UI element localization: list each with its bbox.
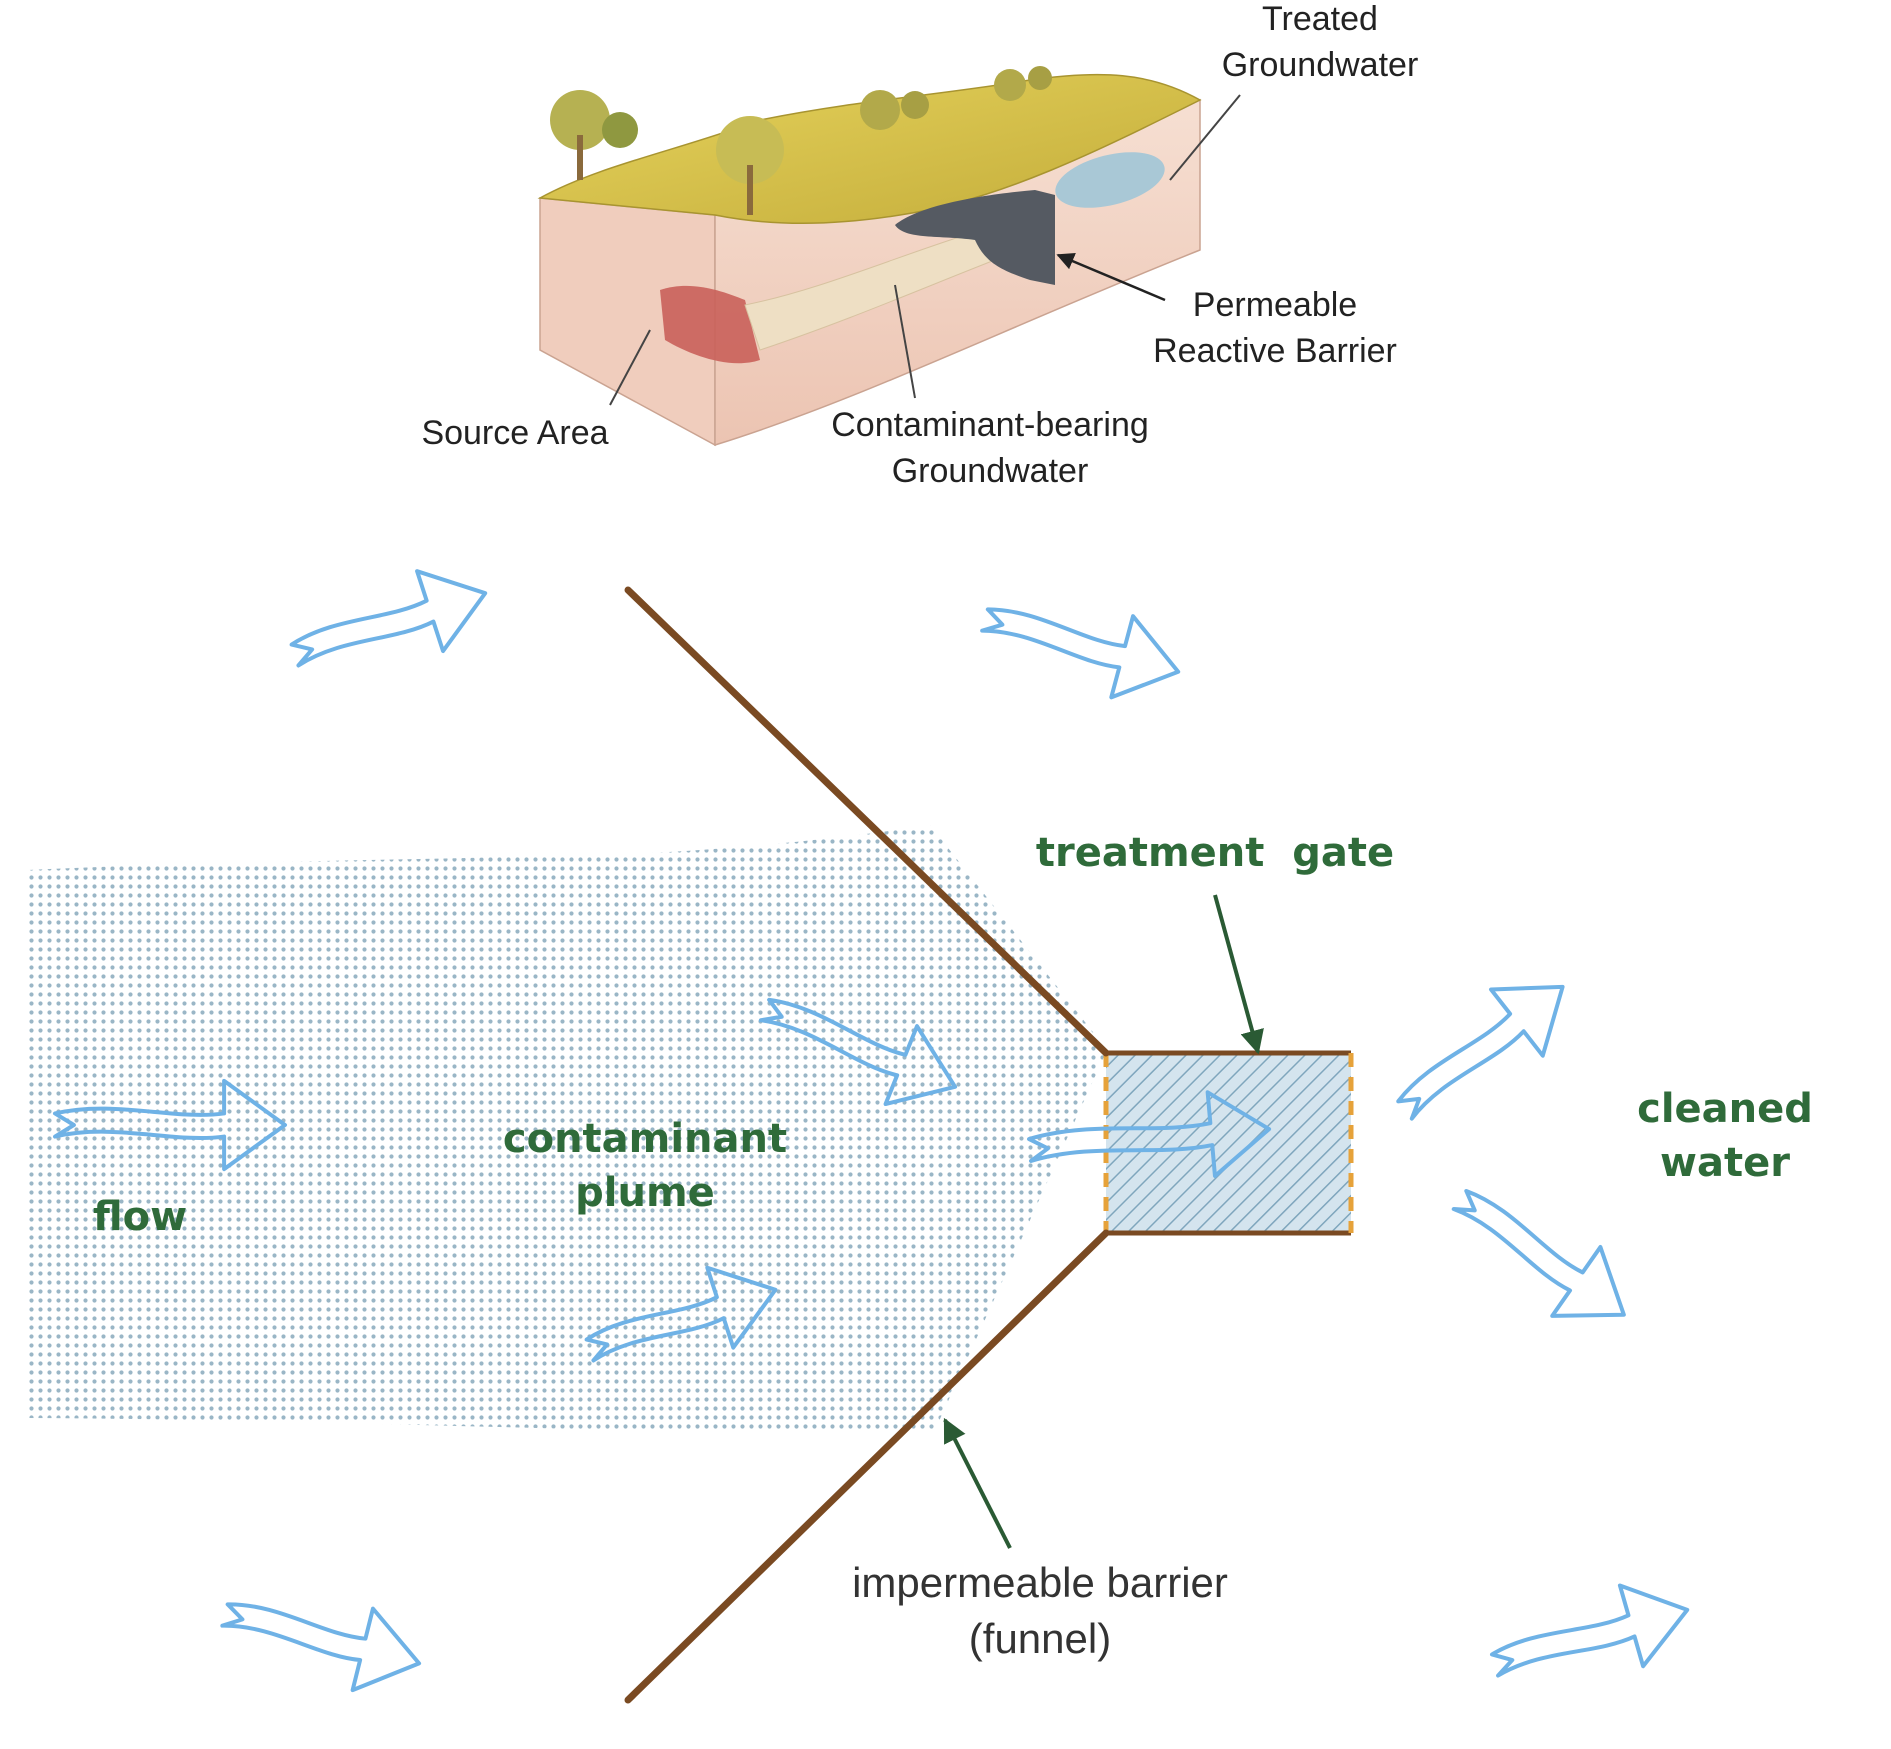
trees xyxy=(550,66,1052,215)
flow-arrow-top-center xyxy=(980,607,1181,700)
flow-label: flow xyxy=(92,1194,188,1240)
flow-arrows xyxy=(53,569,1690,1693)
funnel-lower-wall xyxy=(624,1229,1110,1704)
source-area-label: Source Area xyxy=(421,414,609,452)
cleaned-water-label: cleaned water xyxy=(1637,1086,1813,1186)
flow-arrow-bottom-left xyxy=(220,1602,422,1693)
source-area xyxy=(660,285,760,364)
flow-arrow-through-gate xyxy=(1027,1090,1272,1178)
treatment-gate-label: treatment gate xyxy=(1035,830,1395,876)
funnel-upper-wall xyxy=(624,586,1110,1057)
flow-arrow-top-left xyxy=(289,569,488,668)
treated-leader xyxy=(1169,94,1241,181)
prb-label: Permeable Reactive Barrier xyxy=(1153,286,1397,370)
treated-groundwater xyxy=(1055,152,1165,208)
treated-groundwater-label: Treated Groundwater xyxy=(1221,0,1419,84)
source-leader xyxy=(609,329,651,406)
barrier-pointer xyxy=(943,1417,1012,1549)
flow-arrow-out-upper xyxy=(1396,984,1565,1121)
treatment-gate-box xyxy=(1106,1053,1351,1233)
flow-arrow-plume-lower xyxy=(584,1265,778,1363)
contaminant-plume-area xyxy=(28,825,1107,1433)
treatment-gate-pointer xyxy=(1213,894,1264,1055)
contaminant-groundwater-label: Contaminant-bearing Groundwater xyxy=(831,406,1149,490)
flow-arrow-plume-upper xyxy=(758,997,958,1107)
funnel-and-gate-diagram xyxy=(28,569,1690,1704)
flow-arrow-inlet-main xyxy=(53,1078,287,1172)
flow-arrow-bottom-right xyxy=(1489,1583,1690,1678)
contaminant-plume-label: contaminant plume xyxy=(502,1116,788,1216)
impermeable-barrier-label: impermeable barrier (funnel) xyxy=(852,1559,1228,1662)
contaminant-leader xyxy=(894,284,916,399)
prb-leader xyxy=(1056,253,1166,302)
permeable-reactive-barrier xyxy=(895,190,1055,285)
block-diagram xyxy=(537,66,1241,447)
flow-arrow-out-lower xyxy=(1451,1188,1626,1318)
